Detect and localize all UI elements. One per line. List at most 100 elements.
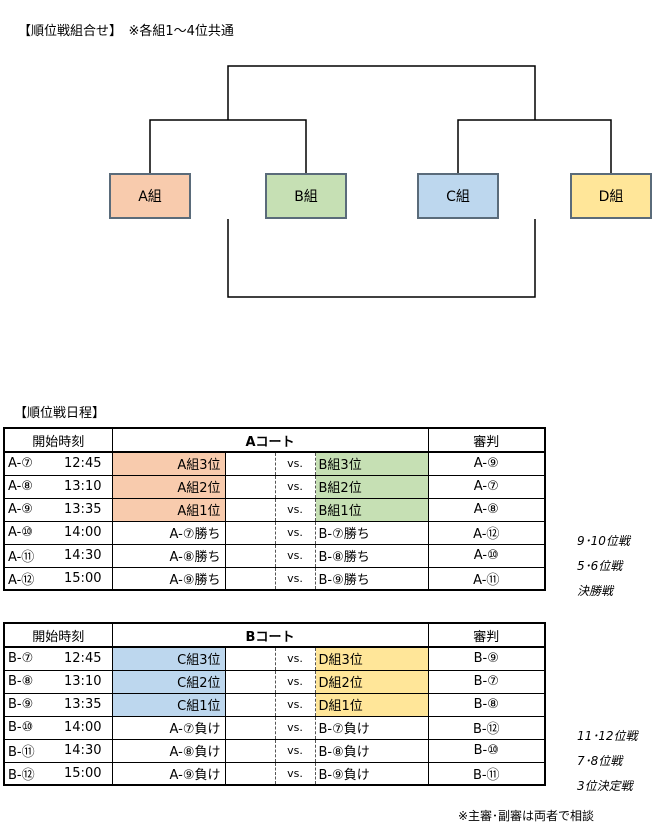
match-referee: B-⑦: [427, 669, 546, 694]
match-referee: B-⑨: [427, 646, 546, 671]
court-a-header-time: 開始時刻: [3, 427, 113, 453]
match-vs: vs.: [275, 566, 315, 591]
match-away-team: B組3位: [314, 451, 429, 476]
match-time: 13:35: [54, 497, 113, 522]
match-id: B-⑩: [3, 715, 54, 740]
match-home-team: C組1位: [111, 692, 226, 717]
match-vs: vs.: [275, 692, 315, 717]
group-box-b: B組: [265, 173, 347, 219]
match-id: B-⑧: [3, 669, 54, 694]
match-home-team: A-⑨負け: [111, 761, 226, 786]
match-home-team: A-⑦負け: [111, 715, 226, 740]
section-title-matchups: 【順位戦組合せ】 ※各組1～4位共通: [18, 24, 234, 39]
court-a-header-court: Aコート: [111, 427, 429, 453]
match-referee: A-⑩: [427, 543, 546, 568]
match-id: B-⑦: [3, 646, 54, 671]
footer-note: ※主審･副審は両者で相談: [458, 809, 595, 823]
bracket-line-top: [227, 65, 536, 120]
match-referee: B-⑫: [427, 715, 546, 740]
match-referee: A-⑧: [427, 497, 546, 522]
match-id: A-⑫: [3, 566, 54, 591]
match-away-team: B-⑦勝ち: [314, 520, 429, 545]
match-spacer-left: [224, 761, 276, 786]
group-label-d: D組: [598, 189, 624, 205]
match-away-team: D組2位: [314, 669, 429, 694]
match-vs: vs.: [275, 646, 315, 671]
match-vs: vs.: [275, 497, 315, 522]
match-spacer-left: [224, 451, 276, 476]
match-note: 3位決定戦: [577, 779, 633, 793]
group-label-c: C組: [446, 189, 470, 205]
match-spacer-left: [224, 692, 276, 717]
match-vs: vs.: [275, 474, 315, 499]
match-spacer-left: [224, 520, 276, 545]
match-spacer-left: [224, 669, 276, 694]
match-vs: vs.: [275, 451, 315, 476]
match-spacer-left: [224, 474, 276, 499]
court-b-header-time: 開始時刻: [3, 622, 113, 648]
match-id: A-⑪: [3, 543, 54, 568]
match-away-team: B組1位: [314, 497, 429, 522]
match-note: 11･12位戦: [577, 728, 638, 743]
match-id: B-⑪: [3, 738, 54, 763]
match-away-team: D組3位: [314, 646, 429, 671]
group-box-a: A組: [109, 173, 191, 219]
court-b-header-court: Bコート: [111, 622, 429, 648]
match-referee: A-⑨: [427, 451, 546, 476]
bracket-line-bottom: [227, 219, 536, 298]
match-spacer-left: [224, 497, 276, 522]
match-id: B-⑨: [3, 692, 54, 717]
match-spacer-left: [224, 543, 276, 568]
bracket-line-cd: [457, 119, 612, 173]
match-vs: vs.: [275, 543, 315, 568]
group-label-b: B組: [294, 189, 318, 205]
match-vs: vs.: [275, 669, 315, 694]
match-referee: A-⑪: [427, 566, 546, 591]
match-away-team: B-⑨負け: [314, 761, 429, 786]
match-away-team: B-⑦負け: [314, 715, 429, 740]
match-id: A-⑩: [3, 520, 54, 545]
match-home-team: C組2位: [111, 669, 226, 694]
match-time: 13:10: [54, 474, 113, 499]
match-id: A-⑨: [3, 497, 54, 522]
match-time: 14:00: [54, 520, 113, 545]
group-box-d: D組: [570, 173, 652, 219]
match-time: 13:35: [54, 692, 113, 717]
match-spacer-left: [224, 738, 276, 763]
match-spacer-left: [224, 646, 276, 671]
match-note: 9･10位戦: [577, 533, 630, 548]
match-away-team: D組1位: [314, 692, 429, 717]
match-referee: A-⑦: [427, 474, 546, 499]
section-title-schedule: 【順位戦日程】: [14, 406, 106, 421]
match-time: 15:00: [54, 761, 113, 786]
match-time: 12:45: [54, 451, 113, 476]
match-id: B-⑫: [3, 761, 54, 786]
match-away-team: B-⑨勝ち: [314, 566, 429, 591]
match-home-team: A組3位: [111, 451, 226, 476]
match-id: A-⑦: [3, 451, 54, 476]
match-home-team: A-⑨勝ち: [111, 566, 226, 591]
match-vs: vs.: [275, 761, 315, 786]
match-home-team: A組2位: [111, 474, 226, 499]
match-time: 15:00: [54, 566, 113, 591]
match-spacer-left: [224, 715, 276, 740]
match-referee: B-⑩: [427, 738, 546, 763]
match-time: 14:00: [54, 715, 113, 740]
match-away-team: B-⑧勝ち: [314, 543, 429, 568]
match-away-team: B-⑧負け: [314, 738, 429, 763]
match-referee: A-⑫: [427, 520, 546, 545]
match-time: 14:30: [54, 543, 113, 568]
